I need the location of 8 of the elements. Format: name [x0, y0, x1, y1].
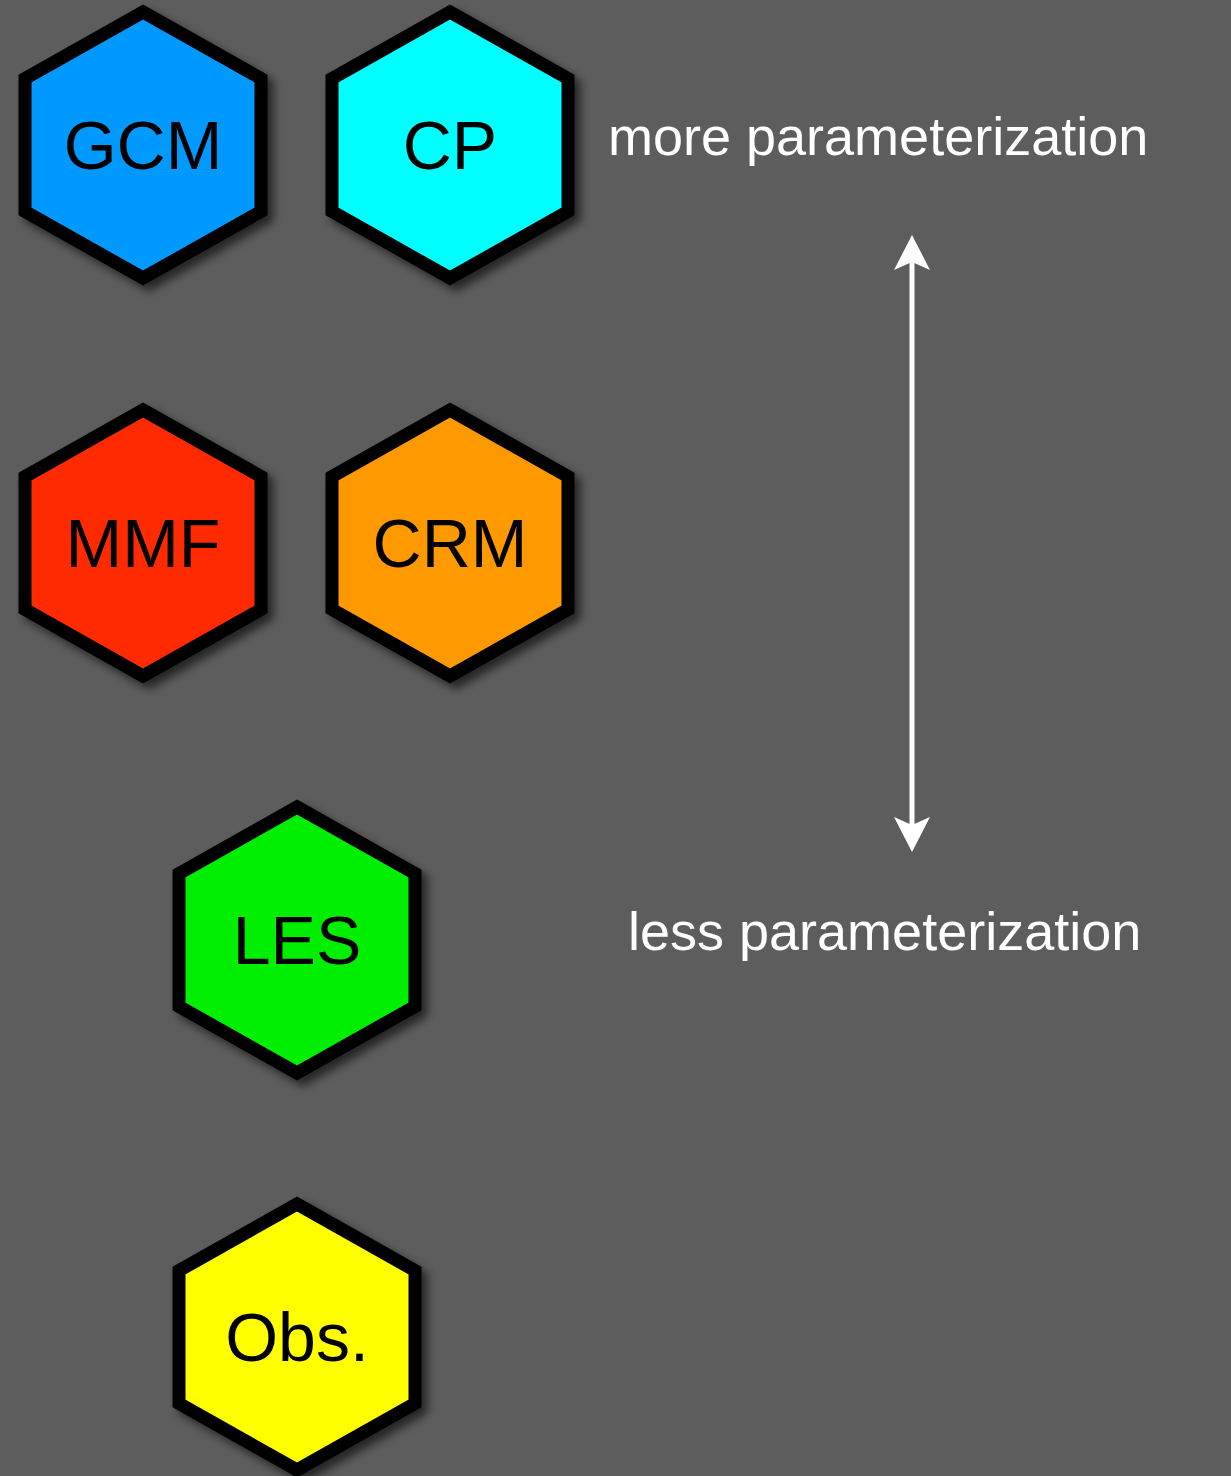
node-label: LES [231, 901, 363, 979]
node-label: MMF [64, 504, 222, 582]
node-label: Obs. [224, 1298, 370, 1376]
node-label: CP [401, 106, 499, 184]
node-label: GCM [62, 106, 224, 184]
scale-label: more parameterization [608, 105, 1149, 167]
scale-label: less parameterization [628, 900, 1142, 962]
node-label: CRM [371, 504, 529, 582]
